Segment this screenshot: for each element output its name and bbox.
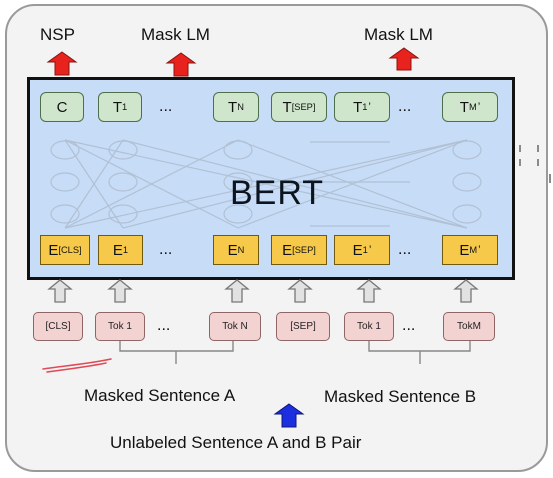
red-ink-underline: [42, 358, 112, 373]
input-token-cls: [CLS]: [33, 312, 83, 341]
masked-sentence-b-label: Masked Sentence B: [324, 387, 477, 406]
output-token-tn-label: T: [228, 98, 238, 116]
output-ellipsis-1: ...: [159, 98, 173, 115]
input-arrow-tok1-b-icon: [356, 279, 382, 303]
right-edge-fragment: [519, 145, 551, 183]
unlabeled-pair-label: Unlabeled Sentence A and B Pair: [110, 433, 362, 452]
embedding-token-em-prime-subscript: M: [469, 245, 478, 255]
output-token-t1-label: T: [112, 98, 122, 116]
embedding-token-en-subscript: N: [237, 245, 245, 255]
embedding-token-e1-prime-mark: ’: [368, 244, 372, 256]
output-token-tsep-subscript: [SEP]: [291, 102, 316, 112]
output-token-t1-prime-label: T: [353, 98, 363, 116]
embedding-token-e1-subscript: 1: [122, 245, 129, 255]
input-token-tokn: Tok N: [209, 312, 261, 341]
output-token-t1-prime-mark: ’: [368, 101, 371, 113]
embedding-token-sep: E[SEP]: [271, 235, 327, 265]
embedding-token-em-prime-label: E: [459, 241, 470, 259]
output-token-tm-prime-label: T: [459, 98, 469, 116]
output-token-tm-prime-mark: ’: [477, 101, 481, 113]
embedding-token-e1-prime-label: E: [352, 241, 363, 259]
embedding-ellipsis-1: ...: [159, 241, 173, 258]
input-token-sep: [SEP]: [276, 312, 330, 341]
input-arrow-tokn-icon: [224, 279, 250, 303]
mask-lm-left-arrow-icon: [165, 52, 197, 77]
sentence-b-bracket: [368, 341, 471, 364]
embedding-token-sep-label: E: [282, 241, 293, 259]
embedding-token-cls-label: E: [48, 241, 59, 259]
embedding-token-cls: E[CLS]: [40, 235, 90, 265]
sentence-a-bracket: [119, 341, 234, 364]
input-ellipsis-2: ...: [402, 317, 416, 334]
output-token-c: C: [40, 92, 84, 122]
output-token-tn-subscript: N: [237, 102, 244, 112]
output-ellipsis-2: ...: [398, 98, 412, 115]
embedding-token-em-prime-mark: ’: [478, 244, 481, 256]
input-arrow-cls-icon: [47, 279, 73, 303]
input-arrow-tok1-icon: [107, 279, 133, 303]
embedding-token-e1-label: E: [112, 241, 123, 259]
output-token-t1-subscript: 1: [122, 102, 128, 112]
input-token-tokm: TokM: [443, 312, 495, 341]
input-arrow-sep-icon: [287, 279, 313, 303]
mask-lm-label-right: Mask LM: [364, 25, 433, 44]
embedding-token-e1-prime-subscript: 1: [362, 245, 368, 255]
input-pair-arrow-icon: [273, 403, 305, 428]
attention-connections: [50, 139, 482, 229]
output-token-tsep-label: T: [282, 98, 292, 116]
input-token-tok1: Tok 1: [95, 312, 145, 341]
masked-sentence-a-label: Masked Sentence A: [84, 386, 236, 405]
embedding-token-sep-subscript: [SEP]: [292, 245, 316, 255]
output-token-c-label: C: [56, 98, 68, 116]
embedding-ellipsis-2: ...: [398, 241, 412, 258]
output-token-tm-prime-subscript: M: [468, 102, 477, 112]
mask-lm-right-arrow-icon: [388, 47, 420, 71]
embedding-token-en-label: E: [227, 241, 238, 259]
output-token-t1-prime-subscript: 1: [362, 102, 368, 112]
mask-lm-label-left: Mask LM: [141, 25, 210, 44]
input-token-tok1-b: Tok 1: [344, 312, 394, 341]
bert-title: BERT: [230, 174, 325, 212]
input-arrow-tokm-icon: [453, 279, 479, 303]
output-token-tsep: T[SEP]: [271, 92, 327, 122]
embedding-token-cls-subscript: [CLS]: [58, 245, 82, 255]
nsp-arrow-icon: [46, 51, 78, 76]
nsp-label: NSP: [40, 25, 75, 44]
input-ellipsis-1: ...: [157, 317, 171, 334]
